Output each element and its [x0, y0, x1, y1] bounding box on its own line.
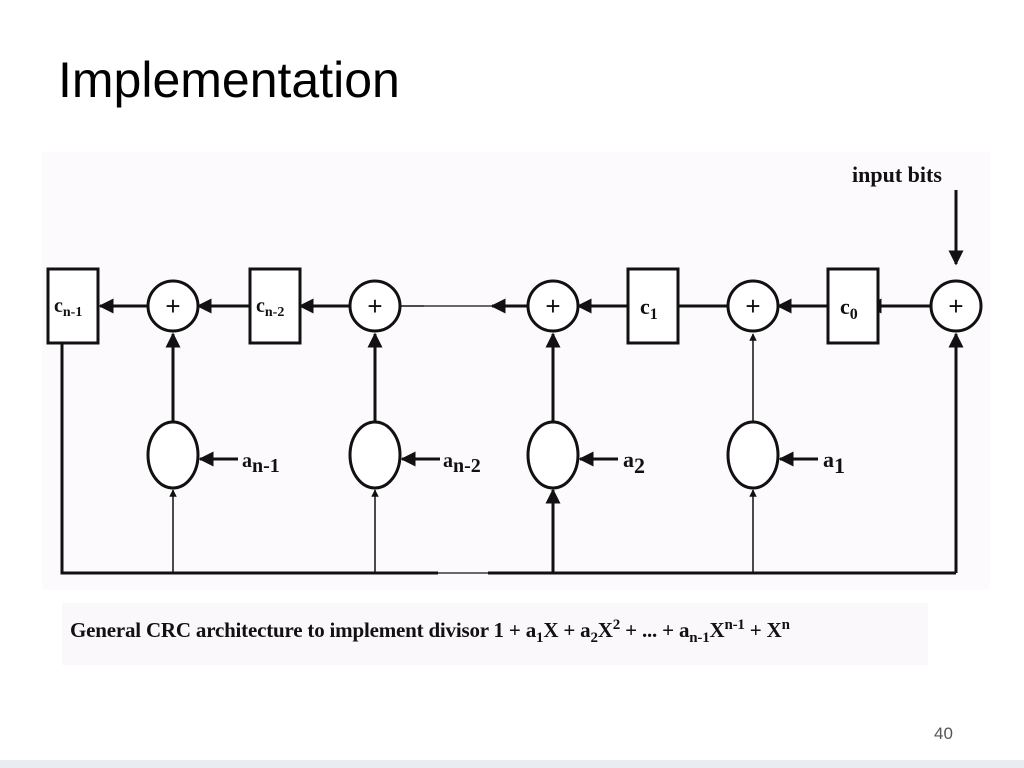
multiplier-a-n-2 [348, 420, 402, 490]
multiplier-a-n-1 [146, 420, 200, 490]
multiplier-a-2 [526, 420, 580, 490]
caption-text: General CRC architecture to implement di… [70, 617, 790, 647]
register-c-n-1: cn-1 [46, 267, 100, 345]
register-subscript: 0 [850, 306, 858, 323]
adder-2: + [348, 279, 402, 333]
register-subscript: n-1 [63, 305, 82, 320]
caption-panel: General CRC architecture to implement di… [62, 603, 928, 665]
multiplier-a-1 [726, 420, 780, 490]
coefficient-a-1: a1 [823, 447, 845, 478]
multiplier-to-adder-links [165, 332, 757, 421]
adder-4: + [726, 279, 780, 333]
register-c-n-2: cn-2 [248, 267, 302, 345]
slide-number: 40 [934, 724, 953, 743]
svg-text:c1: c1 [640, 294, 658, 323]
adder-3: + [526, 279, 580, 333]
adder-symbol: + [545, 291, 560, 321]
coefficient-a-2: a2 [623, 447, 645, 478]
svg-text:c0: c0 [840, 294, 858, 323]
register-label: c [54, 295, 63, 317]
feedback-bus [60, 332, 964, 575]
adder-symbol: + [165, 291, 180, 321]
svg-text:cn-2: cn-2 [256, 295, 284, 320]
coefficient-a-n-2: an-2 [443, 450, 481, 477]
register-label: c [640, 294, 650, 319]
adder-symbol: + [367, 291, 382, 321]
footer-band [0, 760, 1024, 768]
register-label: c [840, 294, 850, 319]
adder-input: + [929, 279, 983, 333]
adder-symbol: + [948, 291, 963, 321]
register-subscript: 1 [650, 306, 658, 323]
adder-symbol: + [745, 291, 760, 321]
register-subscript: n-2 [265, 305, 284, 320]
input-bits-label: input bits [852, 162, 942, 187]
crc-circuit: input bits cn-1 cn-2 c1 [46, 162, 983, 575]
slide-title: Implementation [58, 52, 400, 108]
crc-diagram: input bits cn-1 cn-2 c1 [42, 152, 990, 590]
adder-1: + [146, 279, 200, 333]
bus-taps [169, 488, 757, 573]
register-label: c [256, 295, 265, 317]
register-c-1: c1 [626, 267, 680, 345]
register-c-0: c0 [826, 267, 880, 345]
svg-text:cn-1: cn-1 [54, 295, 82, 320]
coefficient-a-n-1: an-1 [242, 450, 280, 477]
